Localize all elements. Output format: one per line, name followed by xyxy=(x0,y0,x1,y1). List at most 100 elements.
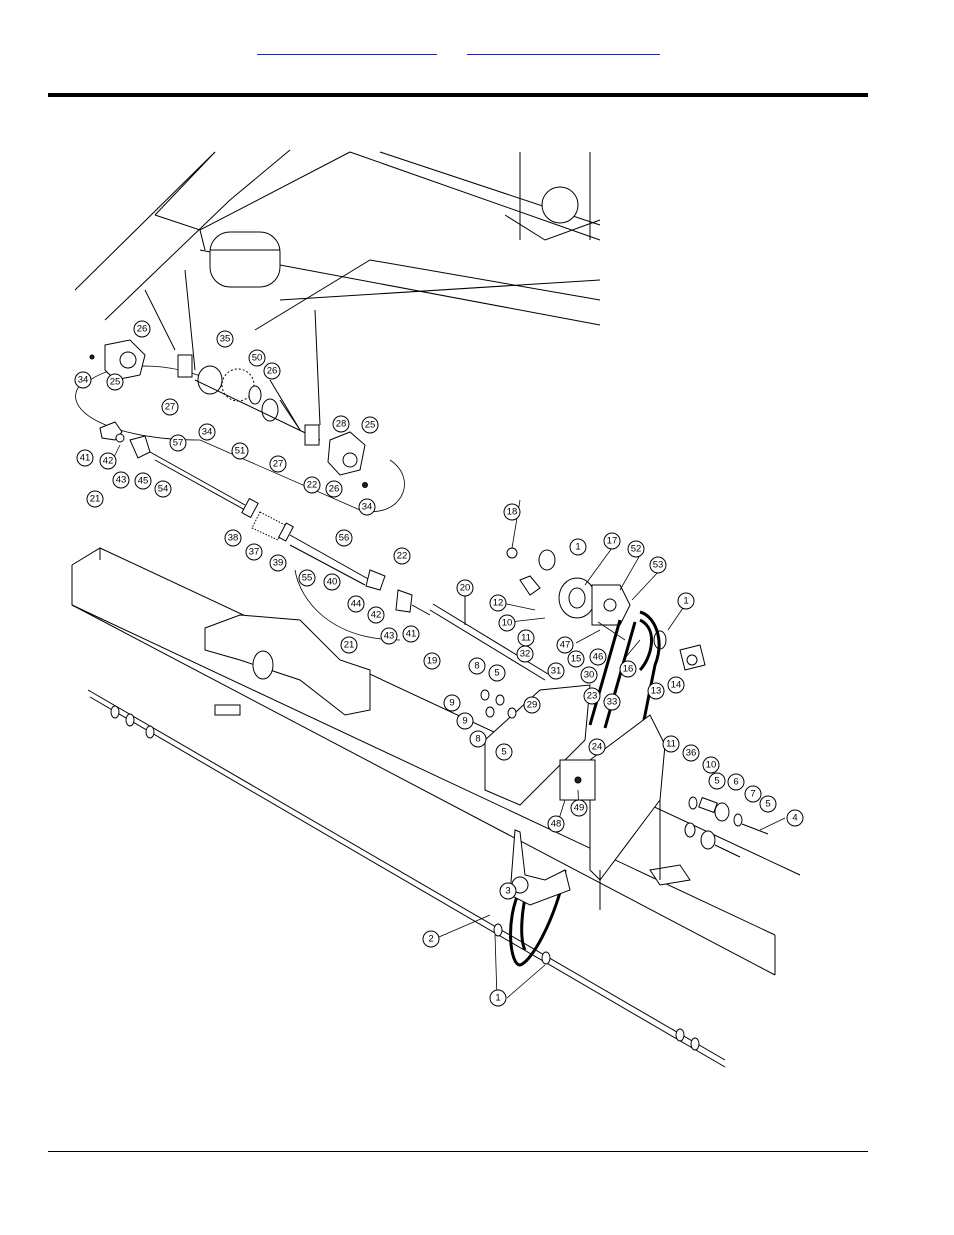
callouts: 34 25 26 27 35 50 26 34 51 27 28 25 22 2… xyxy=(74,320,804,1007)
callout-75: 2 xyxy=(422,930,440,948)
callout-46: 1 xyxy=(677,592,695,610)
callout-68: 6 xyxy=(727,773,745,791)
svg-text:5: 5 xyxy=(765,799,770,810)
svg-text:30: 30 xyxy=(584,670,595,681)
svg-text:54: 54 xyxy=(158,484,169,495)
svg-text:51: 51 xyxy=(235,446,246,457)
svg-text:5: 5 xyxy=(501,747,506,758)
svg-text:27: 27 xyxy=(165,402,176,413)
svg-text:37: 37 xyxy=(249,547,260,558)
lower-shaft xyxy=(87,689,726,1068)
callout-9: 27 xyxy=(269,455,287,473)
callout-72: 49 xyxy=(570,799,588,817)
svg-text:5: 5 xyxy=(494,668,499,679)
svg-text:24: 24 xyxy=(592,742,603,753)
callout-37: 52 xyxy=(627,540,645,558)
svg-text:33: 33 xyxy=(607,697,618,708)
nav-link-2[interactable] xyxy=(467,40,660,55)
callout-49: 14 xyxy=(667,676,685,694)
callout-0: 34 xyxy=(74,371,92,389)
svg-text:42: 42 xyxy=(371,610,382,621)
svg-text:25: 25 xyxy=(110,377,121,388)
callout-48: 13 xyxy=(647,682,665,700)
svg-text:47: 47 xyxy=(560,640,571,651)
callout-27: 40 xyxy=(323,573,341,591)
svg-text:43: 43 xyxy=(116,475,127,486)
svg-text:53: 53 xyxy=(653,560,664,571)
svg-text:8: 8 xyxy=(475,734,480,745)
callout-52: 31 xyxy=(547,662,565,680)
callout-38: 53 xyxy=(649,556,667,574)
svg-text:50: 50 xyxy=(252,353,263,364)
callout-35: 1 xyxy=(569,538,587,556)
svg-text:55: 55 xyxy=(302,573,313,584)
svg-text:29: 29 xyxy=(527,700,538,711)
callout-20: 54 xyxy=(154,480,172,498)
svg-text:21: 21 xyxy=(90,494,101,505)
callout-6: 26 xyxy=(263,362,281,380)
callout-4: 35 xyxy=(216,330,234,348)
callout-19: 57 xyxy=(169,434,187,452)
callout-21: 21 xyxy=(86,490,104,508)
svg-text:22: 22 xyxy=(397,551,408,562)
svg-text:18: 18 xyxy=(507,507,518,518)
svg-text:32: 32 xyxy=(520,649,531,660)
callout-8: 51 xyxy=(231,442,249,460)
svg-text:5: 5 xyxy=(714,776,719,787)
svg-text:19: 19 xyxy=(427,656,438,667)
callout-53: 8 xyxy=(468,657,486,675)
svg-text:27: 27 xyxy=(273,459,284,470)
svg-text:15: 15 xyxy=(571,654,582,665)
callout-67: 5 xyxy=(708,772,726,790)
mount-brackets xyxy=(484,684,691,910)
callout-1: 25 xyxy=(106,373,124,391)
nav-link-1[interactable] xyxy=(257,40,437,55)
svg-text:10: 10 xyxy=(502,618,513,629)
hub-assembly xyxy=(506,547,706,672)
svg-text:56: 56 xyxy=(339,533,350,544)
callout-51: 32 xyxy=(516,645,534,663)
svg-text:36: 36 xyxy=(686,748,697,759)
callout-10: 28 xyxy=(332,415,350,433)
callout-14: 34 xyxy=(358,498,376,516)
callout-47: 16 xyxy=(619,660,637,678)
svg-text:22: 22 xyxy=(307,480,318,491)
callout-25: 55 xyxy=(298,569,316,587)
svg-text:28: 28 xyxy=(336,419,347,430)
callout-32: 41 xyxy=(402,625,420,643)
svg-text:7: 7 xyxy=(750,789,755,800)
svg-text:4: 4 xyxy=(792,813,797,824)
svg-text:16: 16 xyxy=(623,664,634,675)
callout-41: 10 xyxy=(498,614,516,632)
svg-text:8: 8 xyxy=(474,661,479,672)
callout-50: 19 xyxy=(423,652,441,670)
svg-text:26: 26 xyxy=(329,484,340,495)
svg-text:43: 43 xyxy=(384,631,395,642)
callout-63: 24 xyxy=(588,738,606,756)
callout-18: 45 xyxy=(134,472,152,490)
svg-text:39: 39 xyxy=(273,558,284,569)
footer-rule xyxy=(48,1151,868,1152)
upper-shaft-assembly xyxy=(75,339,405,512)
svg-text:48: 48 xyxy=(551,819,562,830)
svg-text:17: 17 xyxy=(607,536,618,547)
svg-text:9: 9 xyxy=(449,698,454,709)
callout-31: 43 xyxy=(380,627,398,645)
callout-43: 47 xyxy=(556,636,574,654)
callout-29: 22 xyxy=(393,547,411,565)
callout-54: 5 xyxy=(488,664,506,682)
svg-text:1: 1 xyxy=(683,596,688,607)
callout-58: 23 xyxy=(583,687,601,705)
svg-text:10: 10 xyxy=(706,760,717,771)
callout-33: 21 xyxy=(340,636,358,654)
callout-22: 38 xyxy=(224,529,242,547)
callout-64: 11 xyxy=(662,735,680,753)
svg-text:26: 26 xyxy=(267,366,278,377)
callout-5: 50 xyxy=(248,349,266,367)
callout-24: 39 xyxy=(269,554,287,572)
callout-62: 5 xyxy=(495,743,513,761)
driveshaft xyxy=(99,421,431,641)
svg-text:2: 2 xyxy=(428,934,433,945)
svg-text:3: 3 xyxy=(505,886,510,897)
callout-65: 36 xyxy=(682,744,700,762)
